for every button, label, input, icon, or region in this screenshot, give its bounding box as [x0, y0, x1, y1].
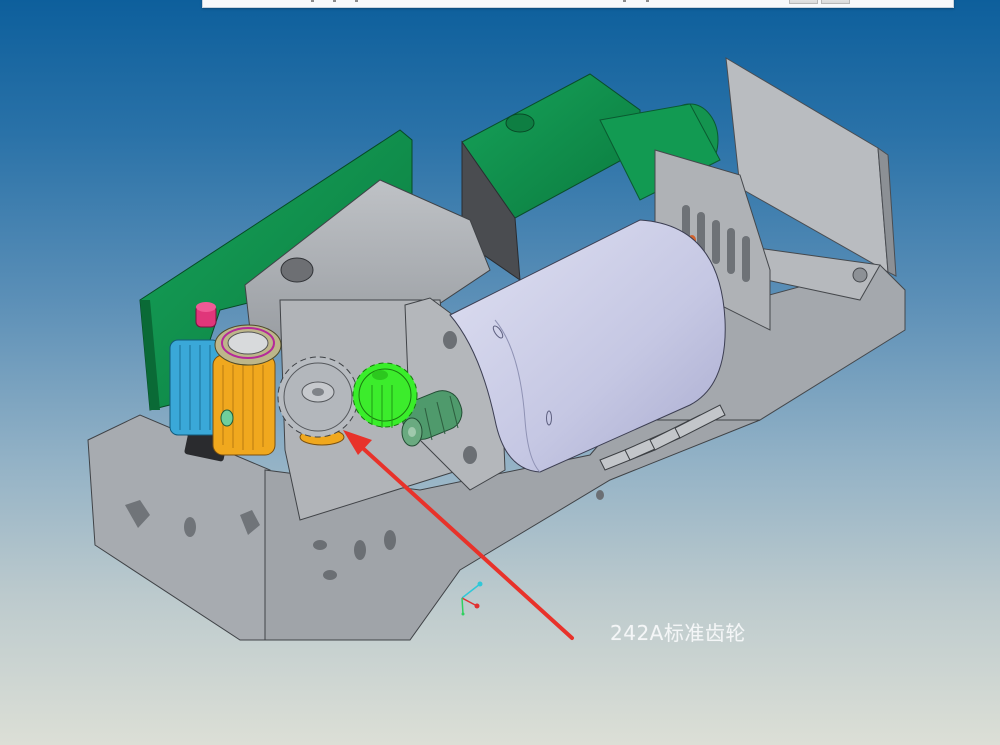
callout-arrow [343, 430, 574, 640]
gear-callout-label: 242A标准齿轮 [610, 621, 746, 645]
gray-spur-gear-242a[interactable] [277, 356, 359, 438]
panel-mark [311, 0, 314, 2]
axis-triad [461, 581, 483, 616]
panel-mark [623, 0, 626, 2]
panel-button-2[interactable] [821, 0, 850, 4]
end-plate [725, 57, 897, 277]
panel-mark [333, 0, 336, 2]
panel-mark [355, 0, 358, 2]
pink-pin [195, 302, 217, 328]
green-pinion-gear [352, 362, 418, 428]
panel-button-1[interactable] [789, 0, 818, 4]
cooling-fins [599, 404, 726, 471]
panel-mark [646, 0, 649, 2]
slotted-bracket [654, 149, 771, 331]
top-dialog-panel [202, 0, 954, 8]
blue-gear [169, 339, 221, 436]
dc-motor [449, 219, 726, 473]
orange-gear [212, 324, 282, 456]
worm-shaft [401, 390, 463, 447]
